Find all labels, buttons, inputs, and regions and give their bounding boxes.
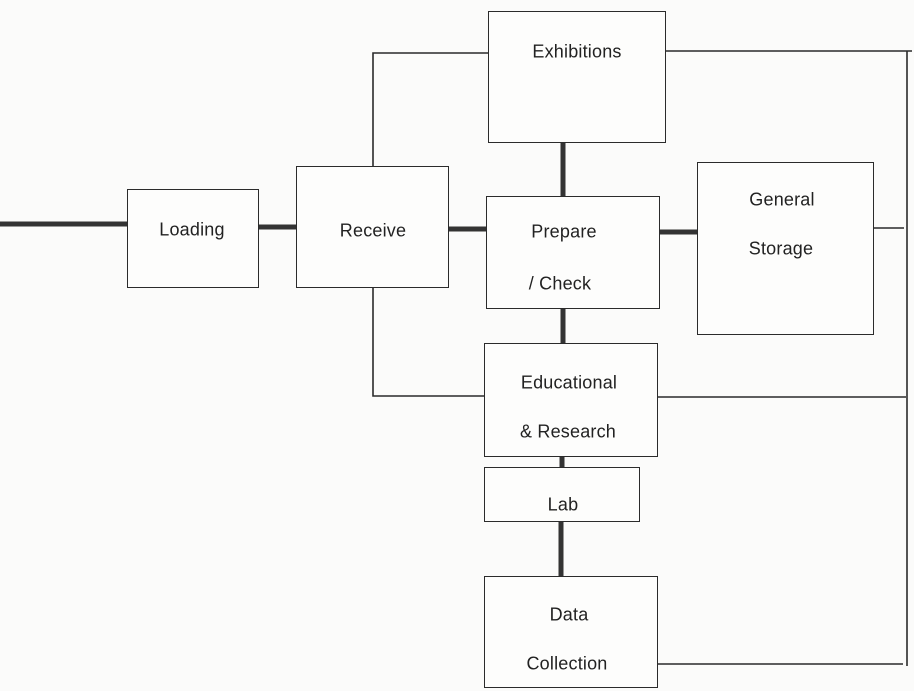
general-storage-box	[697, 162, 874, 335]
prepare-check-box	[486, 196, 660, 309]
receive-to-exhibitions-link	[372, 52, 488, 166]
prepare-label: Prepare	[531, 221, 597, 242]
storage-label: Storage	[748, 238, 814, 259]
lab-label: Lab	[547, 494, 579, 515]
check-label: / Check	[528, 273, 592, 294]
receive-label: Receive	[339, 220, 407, 241]
data-collection-box	[484, 576, 658, 688]
receive-box	[296, 166, 449, 288]
receive-to-educational-link	[372, 288, 484, 397]
exhibitions-label: Exhibitions	[532, 41, 622, 62]
educational-label: Educational	[520, 372, 618, 393]
collection-label: Collection	[526, 653, 608, 674]
loading-label: Loading	[159, 219, 225, 240]
educational-research-box	[484, 343, 658, 457]
loading-box	[127, 189, 259, 288]
data-label: Data	[549, 604, 589, 625]
research-label: & Research	[519, 421, 617, 442]
lab-box	[484, 467, 640, 522]
exhibitions-box	[488, 11, 666, 143]
general-label: General	[749, 189, 815, 210]
